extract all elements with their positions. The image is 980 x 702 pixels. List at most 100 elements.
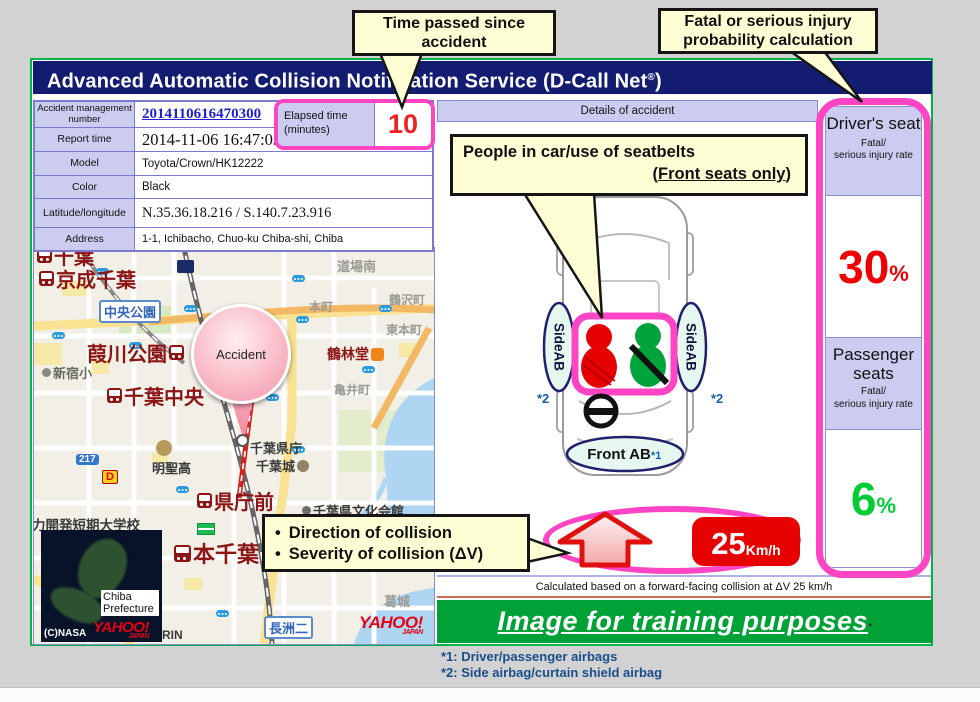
registered-mark: ® [647, 72, 656, 83]
train-icon [174, 544, 191, 562]
bus-stop-icon [176, 486, 189, 493]
front-ab-label: Front AB [587, 446, 651, 463]
elapsed-time-value: 10 [375, 103, 431, 146]
training-banner: Image for training purposes. [437, 600, 933, 643]
train-icon [197, 493, 212, 508]
side-ab-label: SideAB [684, 323, 699, 371]
area-label: 葛城 [384, 594, 411, 609]
bus-stop-icon [184, 305, 197, 312]
school-icon [42, 368, 51, 377]
route-badge: 217 [76, 454, 99, 465]
shop-icon [371, 347, 384, 361]
collision-direction-arrow [557, 511, 653, 568]
place-label: 長洲二 [264, 616, 314, 639]
bus-stop-icon [129, 342, 142, 349]
station-label: 県庁前 [197, 486, 274, 515]
hall-icon [302, 506, 311, 515]
callout-collision-info: •Direction of collision •Severity of col… [262, 514, 530, 572]
elapsed-time-label: Elapsed time (minutes) [278, 103, 375, 146]
map-canvas[interactable]: 千葉 京成千葉 道場南 中央公園 鶴沢町 本町 東本町 葭川公園 鶴林堂 新宿小… [33, 247, 435, 645]
yahoo-logo: YAHOO! JAPAN [93, 619, 149, 640]
station-label: 千葉中央 [107, 381, 204, 410]
footnotes: *1: Driver/passenger airbags *2: Side ai… [441, 649, 662, 681]
row-label: Report time [35, 128, 135, 151]
area-label: 鶴沢町 [389, 293, 426, 307]
elapsed-time-box: Elapsed time (minutes) 10 [274, 99, 435, 150]
speed-unit: Km/h [745, 542, 781, 558]
front-airbag [565, 435, 685, 473]
bus-stop-icon [266, 394, 279, 401]
train-icon [39, 271, 54, 286]
calculation-note: Calculated based on a forward-facing col… [437, 575, 931, 598]
row-label: Accident management number [35, 102, 135, 127]
car-diagram: SideAB SideAB *2 *2 Front AB *1 [537, 196, 723, 476]
table-row: Model Toyota/Crown/HK12222 [35, 151, 432, 175]
driver-occupant-unbelted [586, 324, 612, 350]
station-label: 本千葉 [174, 537, 259, 569]
place-label: 力開発短期大学校 [33, 518, 140, 533]
table-row: Report time 2014-11-06 16:47:03 [35, 127, 432, 151]
accident-number-link[interactable]: 2014110616470300 [142, 106, 262, 122]
bus-stop-icon [362, 366, 375, 373]
bus-stop-icon [96, 268, 109, 275]
address-value: 1-1, Ichibacho, Chuo-ku Chiba-shi, Chiba [142, 233, 344, 245]
driver-injury-rate: 30% [825, 196, 922, 338]
table-row: Address 1-1, Ichibacho, Chuo-ku Chiba-sh… [35, 227, 432, 250]
place-label: 千葉城 [256, 456, 310, 475]
attribution-label: RIN [162, 628, 183, 642]
place-label: 中央公園 [99, 300, 162, 323]
castle-icon [297, 459, 310, 472]
side-ab-ref-left: *2 [537, 391, 549, 406]
callout-people-in-car: People in car/use of seatbelts (Front se… [450, 134, 808, 196]
d-badge: D [102, 470, 118, 484]
rail-line-icon [197, 523, 215, 535]
bus-stop-icon [216, 610, 229, 617]
driver-seat-header: Driver's seat Fatal/ serious injury rate [825, 106, 922, 196]
collision-bullet-line: •Direction of collision [275, 524, 452, 542]
bus-stop-icon [292, 446, 305, 453]
row-label: Color [35, 176, 135, 198]
area-label: 本町 [309, 300, 334, 314]
injury-probability-panel: Driver's seat Fatal/ serious injury rate… [816, 98, 931, 578]
latlong-value: N.35.36.18.216 / S.140.7.23.916 [142, 204, 332, 221]
place-label: 新宿小 [42, 363, 92, 382]
place-label: 千葉県庁 [250, 441, 303, 456]
map-poi-icon [177, 260, 194, 273]
table-row: Latitude/longitude N.35.36.18.216 / S.14… [35, 198, 432, 227]
satellite-inset: Chiba Prefecture (C)NASA YAHOO! JAPAN [41, 530, 162, 642]
report-time-value: 2014-11-06 16:47:03 [142, 129, 282, 149]
model-value: Toyota/Crown/HK12222 [142, 157, 264, 170]
passenger-seat-header: Passenger seats Fatal/ serious injury ra… [825, 337, 922, 430]
bus-stop-icon [292, 275, 305, 282]
speed-value: 25 [711, 526, 746, 561]
passenger-occupant-belted [635, 323, 661, 349]
footnote-1: *1: Driver/passenger airbags [441, 649, 618, 664]
accident-marker[interactable]: Accident [191, 304, 291, 404]
callout-injury-calc: Fatal or serious injury probability calc… [658, 8, 878, 54]
train-icon [107, 388, 122, 403]
front-seats-only-note: (Front seats only) [652, 165, 791, 183]
side-ab-ref-right: *2 [711, 391, 723, 406]
title-bar: Advanced Automatic Collision Notificatio… [33, 61, 932, 94]
passenger-injury-rate: 6% [825, 430, 922, 568]
table-row: Accident management number 2014110616470… [35, 102, 432, 127]
area-label: 道場南 [337, 259, 377, 274]
footnote-2: *2: Side airbag/curtain shield airbag [441, 665, 663, 680]
area-label: 亀井町 [334, 383, 371, 397]
bus-stop-icon [296, 316, 309, 323]
color-value: Black [142, 181, 171, 193]
area-label: 東本町 [386, 323, 423, 337]
callout-time-passed: Time passed since accident [352, 10, 556, 56]
accident-location-dot [236, 434, 249, 447]
car-body [562, 196, 688, 476]
collision-speed-badge: 25 Km/h [692, 517, 800, 566]
yahoo-logo: YAHOO! JAPAN [359, 613, 423, 636]
collision-bullet-line: •Severity of collision (ΔV) [275, 545, 484, 563]
row-label: Address [35, 228, 135, 250]
row-label: Latitude/longitude [35, 199, 135, 227]
bottom-strip [0, 687, 980, 702]
station-label: 葭川公園 [87, 338, 184, 367]
place-label: 明聖高 [152, 461, 192, 476]
bus-stop-icon [379, 305, 392, 312]
